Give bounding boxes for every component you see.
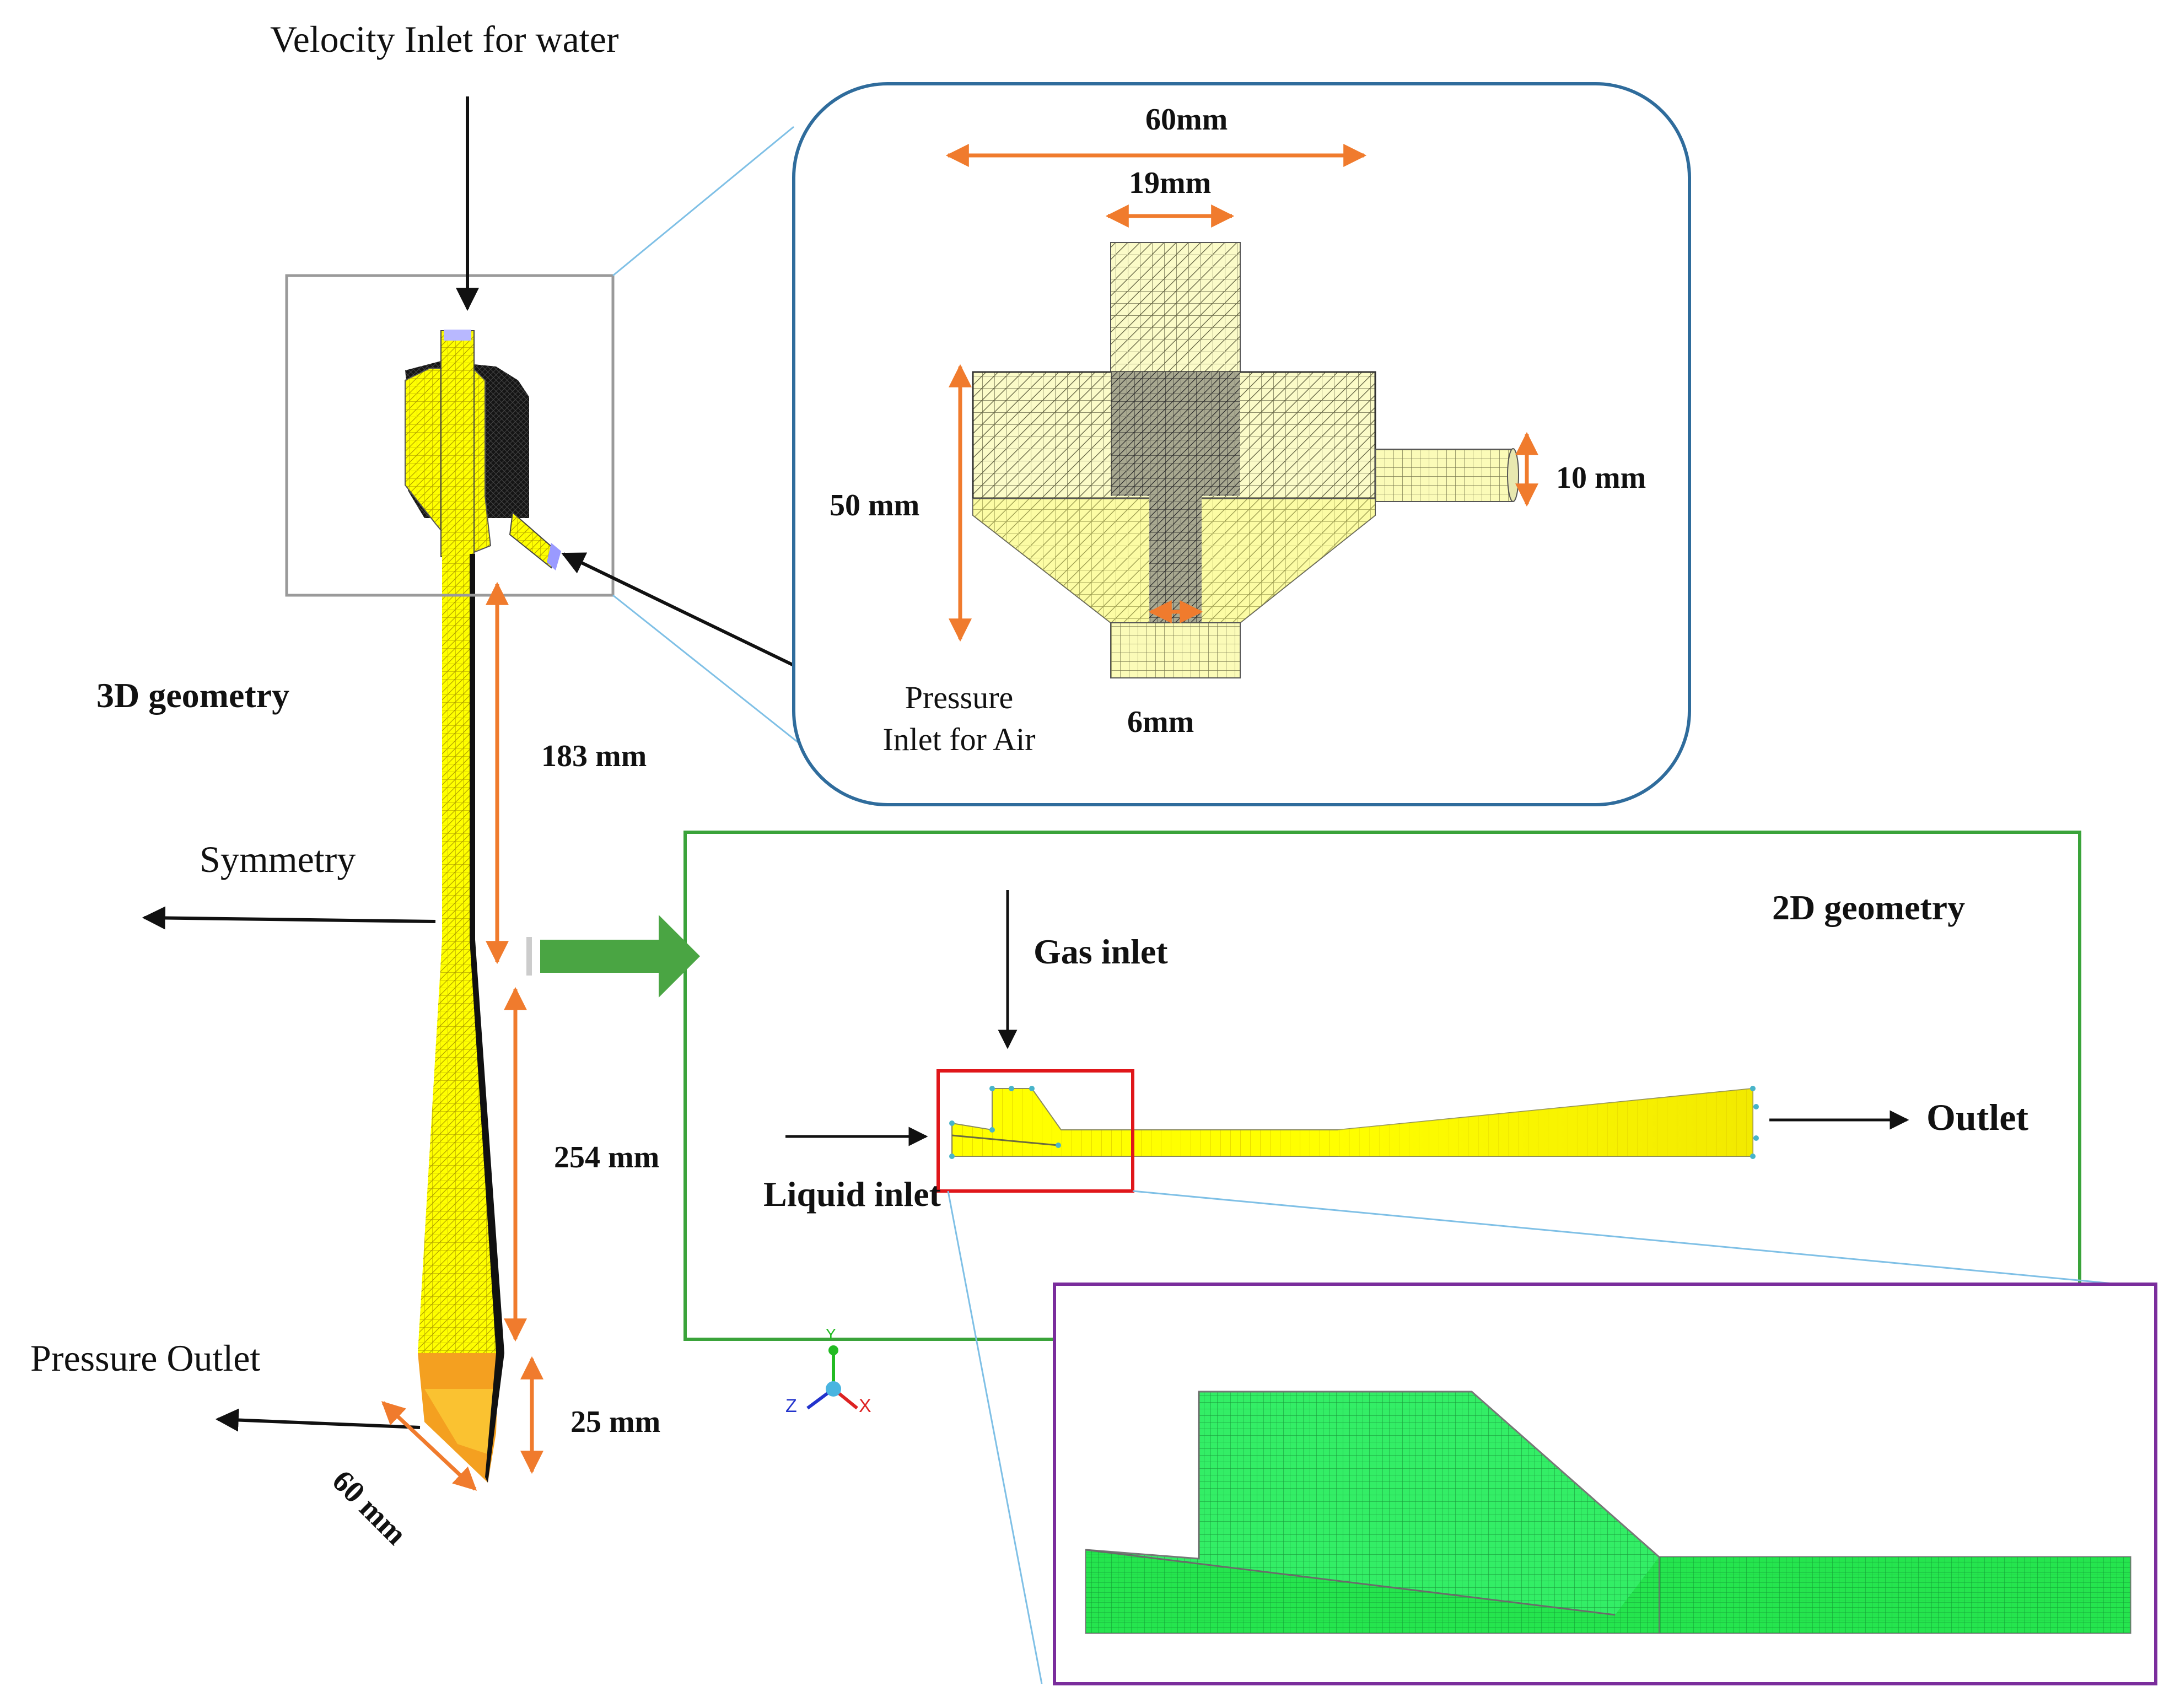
dimension-arrows-3d — [381, 581, 543, 1491]
dimension-arrows-inset — [945, 144, 1538, 642]
zoom-box-2d — [936, 1069, 1134, 1193]
symmetry-label: Symmetry — [200, 838, 356, 880]
geometry-2d-title: 2D geometry — [1772, 888, 1966, 927]
pressure-outlet-label: Pressure Outlet — [30, 1337, 261, 1379]
zoom-detail-mesh — [1085, 1391, 2131, 1634]
dim-19-label: 19mm — [1129, 166, 1212, 200]
dim-60-outlet-arrow — [381, 1401, 477, 1491]
dim-254-label: 254 mm — [554, 1140, 660, 1174]
dim-50-label: 50 mm — [830, 488, 920, 522]
liquid-inlet-label: Liquid inlet — [763, 1174, 941, 1214]
dim-25-label: 25 mm — [570, 1405, 661, 1439]
dim-183-label: 183 mm — [541, 739, 647, 773]
symmetry-arrow — [142, 906, 436, 930]
gas-inlet-label: Gas inlet — [1034, 932, 1168, 971]
pressure-inlet-air-line1: Pressure — [905, 680, 1014, 715]
dim-6-label: 6mm — [1127, 705, 1194, 739]
outlet-label: Outlet — [1926, 1096, 2029, 1138]
inset-mesh-model — [972, 242, 1519, 678]
geometry-3d-model — [405, 330, 561, 1483]
axis-z-label: Z — [785, 1396, 797, 1416]
zoom-box-3d — [285, 274, 615, 597]
geometry-3d-title: 3D geometry — [96, 676, 290, 715]
pressure-inlet-air-line2: Inlet for Air — [882, 721, 1036, 757]
pressure-inlet-air-label: Pressure Inlet for Air — [860, 677, 1058, 761]
axis-triad — [806, 1345, 858, 1410]
velocity-inlet-label: Velocity Inlet for water — [270, 18, 619, 60]
axis-y-label: Y — [826, 1326, 836, 1343]
geometry-2d-mesh — [949, 1086, 1759, 1159]
leader-line-2d-right — [1132, 1190, 2120, 1285]
leader-line-2d-left — [947, 1190, 1043, 1684]
dim-60-inset-label: 60mm — [1145, 103, 1228, 137]
leader-line-top — [612, 126, 794, 277]
axis-x-label: X — [859, 1396, 871, 1416]
pressure-outlet-arrow — [215, 1408, 421, 1432]
transition-arrow — [526, 915, 700, 998]
dim-10-label: 10 mm — [1556, 461, 1646, 495]
